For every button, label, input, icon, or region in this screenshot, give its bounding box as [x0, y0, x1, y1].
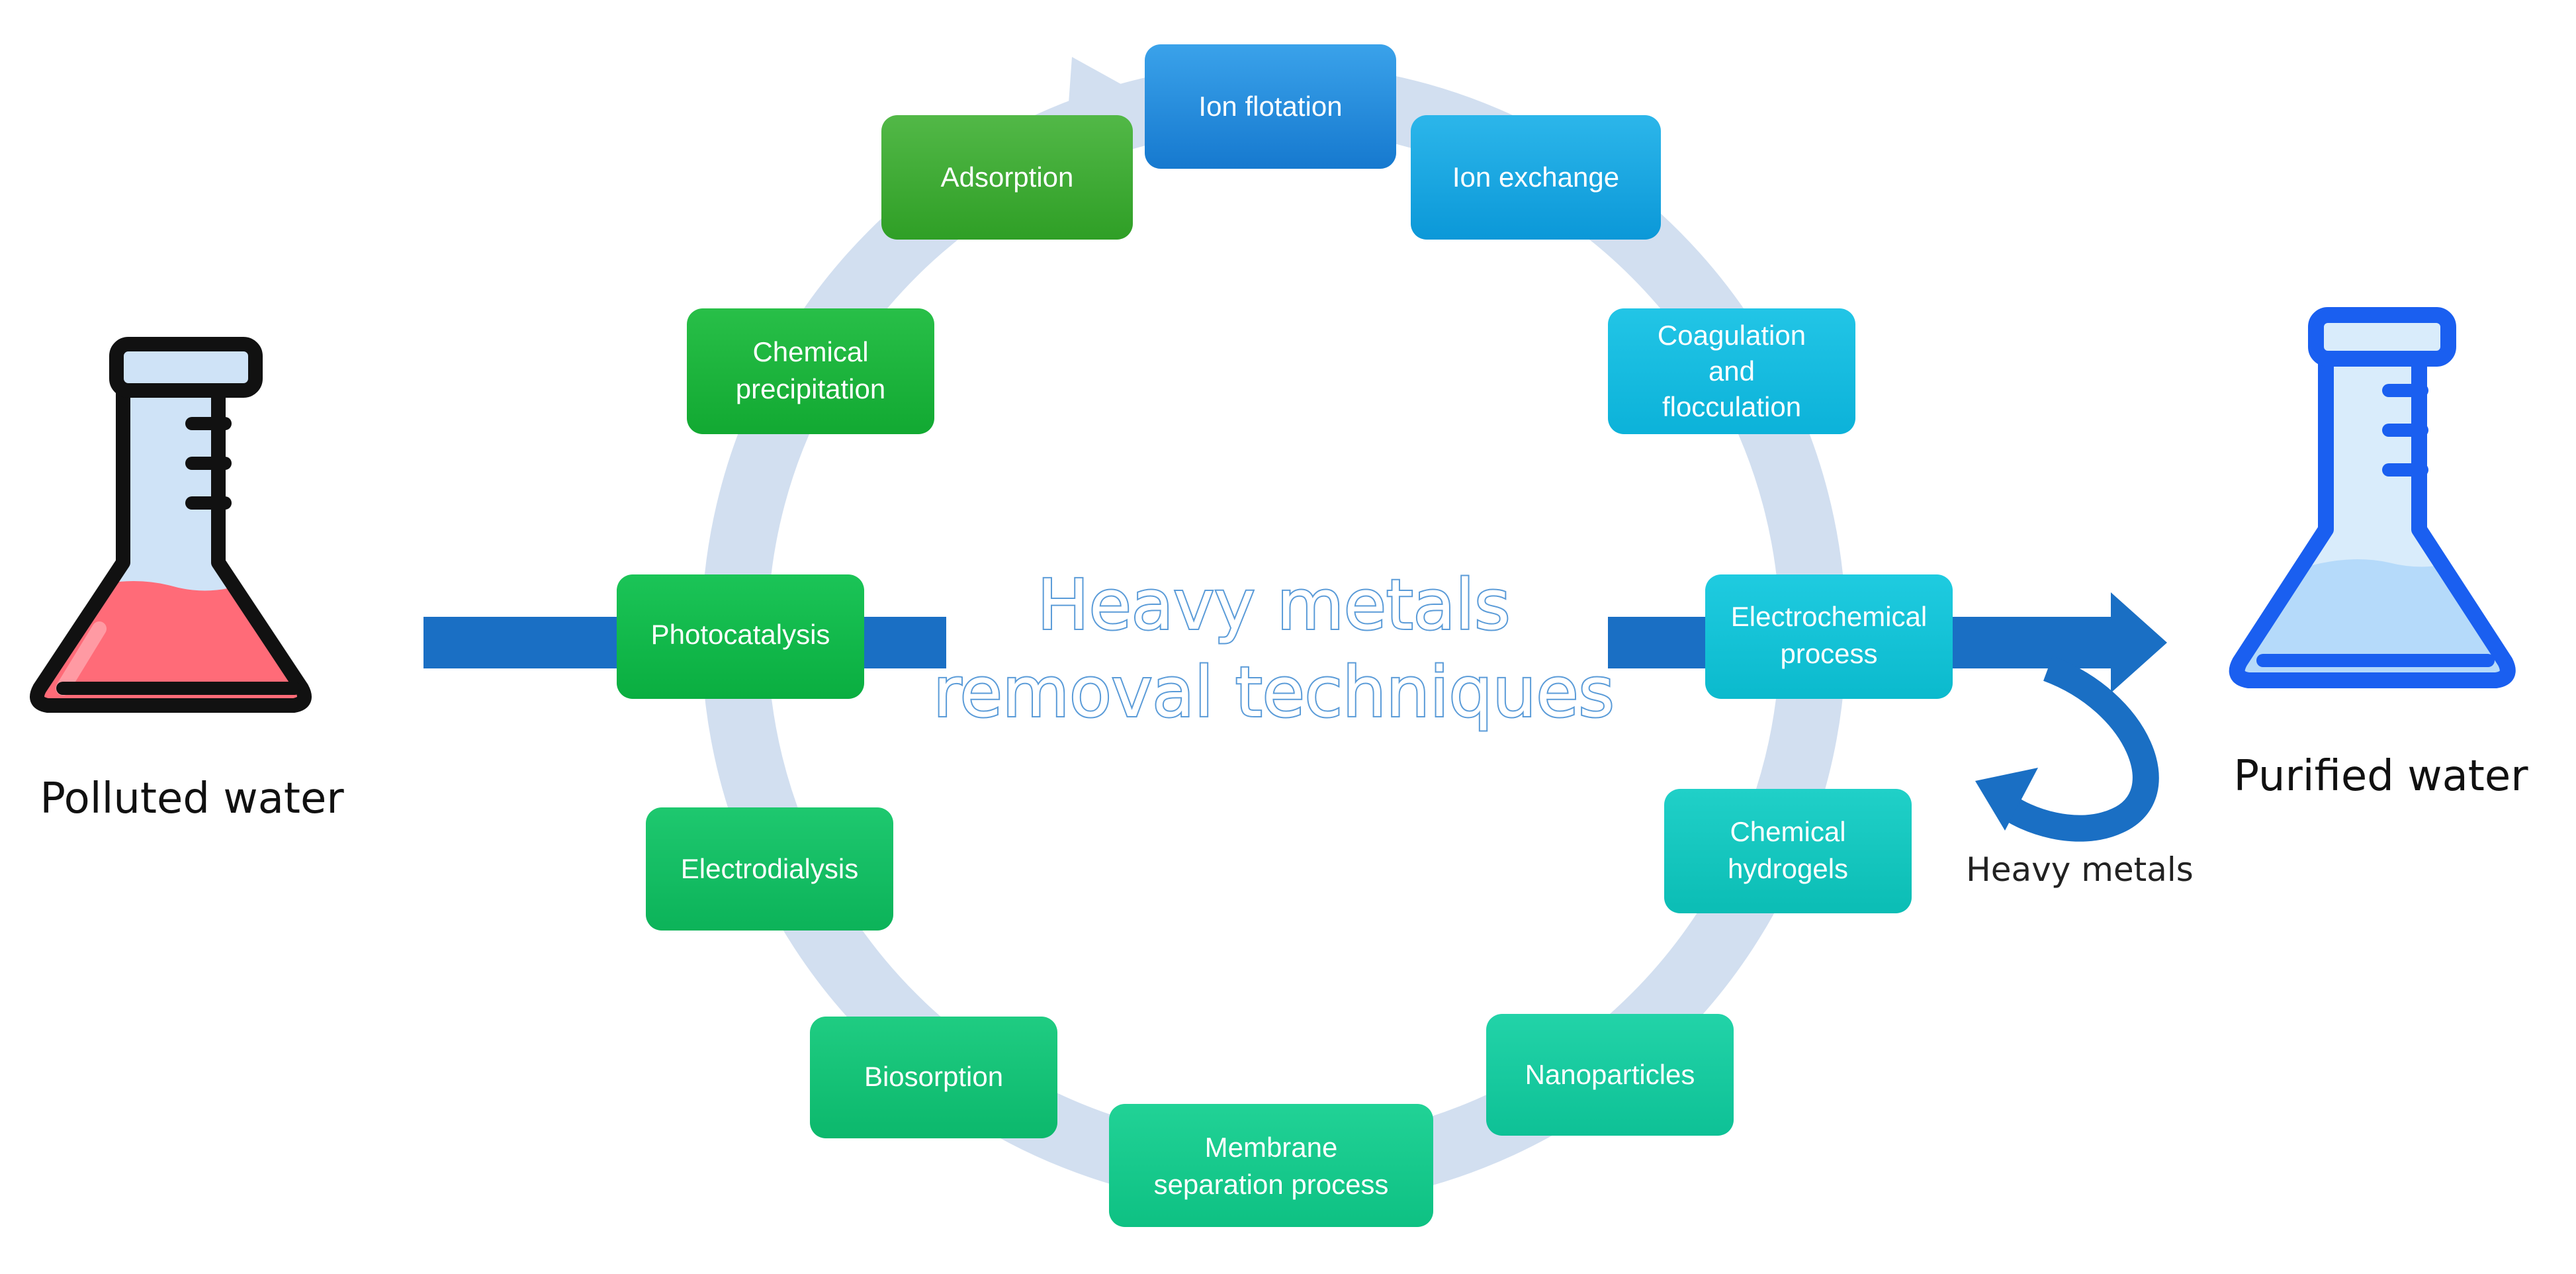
technique-boxes: Ion flotation Ion exchange Coagulation a…	[617, 44, 1953, 1227]
diagram-title: Heavy metals removal techniques	[932, 563, 1615, 734]
technique-coagulation-and-flocculation: Coagulation and flocculation	[1608, 308, 1855, 434]
technique-label: Membrane	[1205, 1132, 1338, 1163]
technique-label: process	[1780, 638, 1877, 669]
technique-membrane-separation-process: Membrane separation process	[1109, 1104, 1433, 1227]
technique-label: and	[1709, 355, 1755, 387]
technique-chemical-precipitation: Chemical precipitation	[687, 308, 934, 434]
technique-label: Adsorption	[941, 161, 1074, 193]
polluted-water-flask	[30, 337, 312, 713]
technique-electrochemical-process: Electrochemical process	[1705, 574, 1953, 699]
heavy-metals-label: Heavy metals	[1966, 850, 2194, 889]
technique-label: Electrodialysis	[681, 853, 858, 884]
technique-label: Biosorption	[864, 1061, 1003, 1092]
technique-label: Chemical	[752, 336, 868, 367]
technique-ion-flotation: Ion flotation	[1145, 44, 1396, 169]
heavy-metals-arrow	[1975, 656, 2159, 842]
title-line-2: removal techniques	[933, 652, 1614, 733]
technique-adsorption: Adsorption	[881, 115, 1133, 240]
technique-electrodialysis: Electrodialysis	[646, 807, 893, 931]
technique-label: flocculation	[1662, 391, 1801, 422]
technique-label: Nanoparticles	[1525, 1059, 1695, 1090]
technique-label: hydrogels	[1728, 853, 1848, 884]
technique-biosorption: Biosorption	[810, 1017, 1057, 1138]
technique-nanoparticles: Nanoparticles	[1486, 1014, 1734, 1136]
technique-label: precipitation	[736, 373, 885, 404]
technique-photocatalysis: Photocatalysis	[617, 574, 864, 699]
technique-label: Ion flotation	[1198, 91, 1342, 122]
purified-water-label: Purified water	[2233, 752, 2528, 801]
technique-label: Ion exchange	[1452, 161, 1619, 193]
technique-label: Photocatalysis	[651, 619, 830, 650]
technique-label: Chemical	[1730, 816, 1845, 847]
flow-arrow-tip	[2111, 592, 2167, 693]
purified-water-flask	[2229, 307, 2516, 688]
technique-label: Electrochemical	[1731, 601, 1927, 632]
technique-label: separation process	[1154, 1169, 1389, 1200]
technique-label: Coagulation	[1658, 320, 1806, 351]
technique-chemical-hydrogels: Chemical hydrogels	[1664, 789, 1912, 913]
technique-ion-exchange: Ion exchange	[1411, 115, 1661, 240]
polluted-water-label: Polluted water	[40, 774, 344, 823]
title-line-1: Heavy metals	[1038, 565, 1511, 645]
